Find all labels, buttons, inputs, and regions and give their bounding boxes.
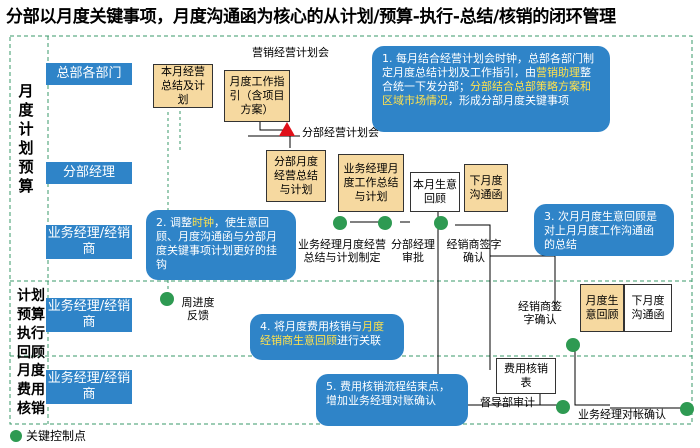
page-title: 分部以月度关键事项，月度沟通函为核心的从计划/预算-执行-总结/核销的闭环管理: [6, 7, 616, 27]
connector-9: [574, 345, 610, 406]
control-point-5: [566, 338, 580, 352]
callout-5: 5. 费用核销流程结束点，增加业务经理对账确认: [316, 374, 468, 426]
doc-expense-table: 费用核销表: [496, 358, 556, 394]
label-biz-plan-draft: 业务经理月度经营总结与计划制定: [298, 238, 386, 264]
doc-monthly-summary-plan: 本月经营总结及计划: [153, 64, 213, 108]
label-dealer-sign-2: 经销商签字确认: [518, 300, 562, 326]
doc-monthly-work-guide: 月度工作指引（含项目方案）: [224, 70, 290, 122]
milestone-triangle: [279, 122, 295, 136]
label-weekly-feedback: 周进度反馈: [181, 296, 215, 322]
role-branch-manager: 分部经理: [46, 162, 132, 184]
doc-month-review: 本月生意回顾: [410, 172, 460, 212]
section-expense: 月度费用核销: [17, 363, 45, 417]
legend-dot: [10, 430, 22, 442]
doc-monthly-review: 月度生意回顾: [580, 284, 624, 332]
control-point-2: [378, 216, 392, 230]
doc-biz-summary-plan: 业务经理月度工作总结与计划: [338, 154, 404, 212]
control-point-1: [333, 216, 347, 230]
legend-label: 关键控制点: [26, 429, 87, 443]
section-monthly-plan: 月度计划预算: [18, 82, 34, 195]
role-hq: 总部各部门: [46, 63, 132, 85]
label-meeting-top: 营销经营计划会: [252, 46, 329, 59]
label-biz-confirm: 业务经理对帐确认: [578, 408, 666, 421]
role-biz-dealer-2: 业务经理/经销商: [46, 298, 132, 332]
section-execution: 计划预算执行回顾: [17, 288, 45, 361]
label-audit: 督导部审计: [480, 396, 535, 409]
label-dealer-sign: 经销商签字确认: [446, 238, 502, 264]
connector-8: [490, 255, 556, 310]
control-point-3: [434, 216, 448, 230]
doc-next-month-letter: 下月度沟通函: [464, 164, 508, 212]
callout-1: 1. 每月结合经营计划会时钟，总部各部门制定月度总结计划及工作指引，由营销助理整…: [372, 46, 610, 132]
label-meeting-branch: 分部经营计划会: [302, 126, 379, 139]
role-biz-dealer-3: 业务经理/经销商: [46, 370, 132, 404]
callout-2: 2. 调整时钟，使生意回顾、月度沟通函与分部月度关键事项计划更好的挂钩: [146, 210, 296, 280]
control-point-6: [556, 400, 570, 414]
callout-3: 3. 次月月度生意回顾是对上月月度工作沟通函的总结: [534, 204, 674, 256]
control-point-7: [680, 402, 694, 416]
connector-7: [455, 224, 491, 370]
callout-4: 4. 将月度费用核销与月度经销商生意回顾进行关联: [250, 314, 404, 360]
label-branch-approval: 分部经理审批: [391, 238, 435, 264]
doc-branch-summary-plan: 分部月度经营总结与计划: [266, 150, 326, 202]
role-biz-dealer-1: 业务经理/经销商: [46, 225, 132, 259]
control-point-4: [160, 292, 174, 306]
doc-next-month-letter-2: 下月度沟通函: [624, 284, 672, 332]
